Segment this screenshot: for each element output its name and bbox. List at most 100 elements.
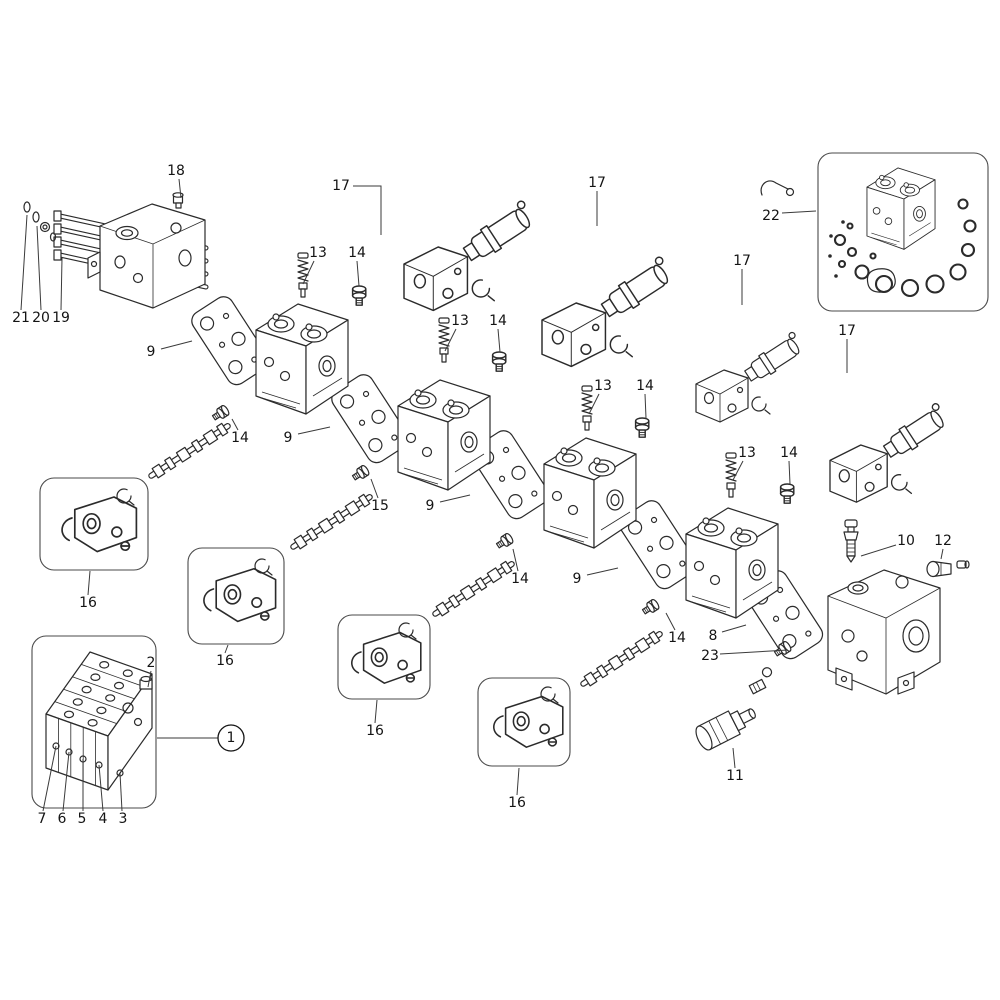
endcap-bracket-1	[39, 477, 149, 571]
leader-line-14-6	[788, 460, 791, 485]
leader-line-14-5	[512, 548, 519, 572]
inlet-block	[87, 192, 206, 309]
callout-10: 10	[897, 533, 915, 549]
callout-6: 6	[58, 811, 67, 827]
inlet-fitting-18	[172, 192, 184, 209]
fitting-14-top-1	[351, 285, 367, 306]
callout-15: 15	[371, 498, 389, 514]
leader-line-9-2	[297, 426, 331, 435]
end-cap-3	[350, 631, 422, 684]
callout-9-2: 9	[284, 430, 293, 446]
leader-line-23	[719, 649, 789, 655]
leader-line-14-1	[356, 260, 360, 287]
leader-line-12	[940, 548, 944, 560]
spring-cartridge-4	[725, 452, 737, 498]
stud-hardware	[23, 201, 57, 242]
assembly-bracket	[31, 635, 157, 809]
callout-21: 21	[12, 310, 30, 326]
fitting-14-axis-3	[640, 597, 661, 617]
callout-17-3: 17	[733, 253, 751, 269]
valve-spool-3	[429, 557, 518, 621]
callout-8: 8	[709, 628, 718, 644]
leader-line-14-7	[665, 612, 676, 631]
callout-14-3: 14	[489, 313, 507, 329]
callout-13-1: 13	[309, 245, 327, 261]
stud-nut	[53, 249, 62, 261]
endcap-bracket-3	[337, 614, 431, 700]
leader-line-16-3	[374, 699, 378, 724]
valve-spool-1	[145, 419, 234, 483]
end-cap-4	[492, 695, 564, 748]
fitting-15	[350, 463, 371, 483]
kit-gasket-shape	[866, 268, 896, 293]
fitting-14-top-3	[634, 417, 650, 438]
leader-line-16-4	[516, 767, 520, 796]
valve-spool-2	[287, 490, 376, 554]
callout-14-6: 14	[780, 445, 798, 461]
end-cap-2	[203, 567, 277, 623]
callout-20: 20	[32, 310, 50, 326]
leader-line-19	[60, 257, 63, 311]
seal-kit-contents	[828, 167, 977, 298]
leader-line-16-2	[224, 644, 229, 654]
end-plate-2	[122, 675, 153, 727]
callout-16-3: 16	[366, 723, 384, 739]
plug-12	[926, 560, 970, 578]
leader-line-13-4	[732, 460, 744, 481]
callout-5: 5	[78, 811, 87, 827]
callout-13-2: 13	[451, 313, 469, 329]
callout-9-4: 9	[573, 571, 582, 587]
callout-3: 3	[119, 811, 128, 827]
callout-14-5: 14	[511, 571, 529, 587]
callout-9-3: 9	[426, 498, 435, 514]
leader-line-6	[62, 751, 70, 812]
pilot-solenoid-valve-3	[695, 330, 807, 423]
callout-13-3: 13	[594, 378, 612, 394]
leader-line-20	[36, 225, 42, 311]
callout-4: 4	[99, 811, 108, 827]
leader-line-18	[178, 178, 182, 199]
callout-17-4: 17	[838, 323, 856, 339]
callout-13-4: 13	[738, 445, 756, 461]
inlet-section-assembly	[23, 192, 209, 309]
leader-line-9-1	[160, 340, 193, 350]
leader-line-14-3	[497, 328, 501, 353]
valve-spool-4	[577, 627, 666, 691]
callout-14-1: 14	[348, 245, 366, 261]
callout-14-7: 14	[668, 630, 686, 646]
endcap-bracket-2	[187, 547, 285, 645]
outlet-end-section	[827, 569, 941, 695]
callout-7: 7	[38, 811, 47, 827]
plug-assembly-11	[695, 667, 773, 751]
leader-line-16-1	[87, 570, 91, 596]
spring-cartridge-2	[438, 317, 450, 363]
leader-line-8	[721, 624, 747, 633]
callout-11: 11	[726, 768, 744, 784]
leader-line-13-3	[588, 393, 600, 415]
seal-kit-valve-body	[866, 167, 936, 250]
leader-line-22	[781, 210, 817, 214]
callout-badge-1	[217, 724, 245, 752]
callout-17-2: 17	[588, 175, 606, 191]
callout-14-2: 14	[231, 430, 249, 446]
pilot-solenoid-valve-1	[403, 199, 539, 312]
seal-kit-box	[817, 152, 989, 312]
callout-17-1: 17	[332, 178, 350, 194]
callout-1: 1	[227, 730, 236, 746]
leader-line-14-4	[644, 393, 647, 419]
callout-2: 2	[147, 655, 156, 671]
callout-18: 18	[167, 163, 185, 179]
leader-line-15	[370, 478, 379, 499]
end-cap-1	[61, 496, 138, 553]
callout-22: 22	[762, 208, 780, 224]
leader-line-10	[860, 544, 897, 557]
leader-line-2	[147, 670, 152, 688]
leader-line-7	[42, 745, 57, 812]
clip-22	[760, 180, 795, 197]
stud-nut	[53, 210, 62, 222]
fitting-14-axis-2	[494, 531, 515, 551]
leader-line-9-4	[586, 567, 619, 576]
leader-line-17-1	[353, 185, 382, 235]
stud-nut	[53, 223, 62, 235]
